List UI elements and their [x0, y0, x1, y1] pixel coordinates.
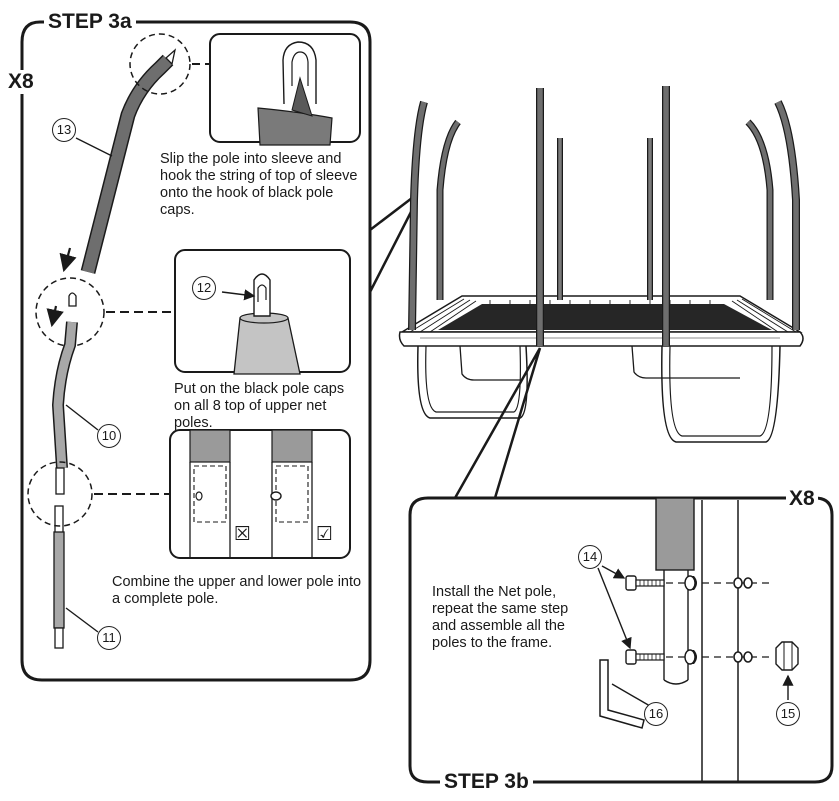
bolt-14-lower	[625, 649, 665, 665]
step-3a-quantity: X8	[5, 70, 37, 94]
spacer-upper	[684, 575, 697, 591]
cap-detail-drawing	[221, 273, 301, 375]
leader-13	[75, 137, 113, 157]
instruction-install-net-pole: Install the Net pole, repeat the same st…	[432, 584, 569, 651]
callout-connector-3b	[453, 347, 542, 499]
lower-pole-11	[53, 531, 65, 649]
instruction-combine: Combine the upper and lower pole into a …	[112, 574, 362, 607]
trampoline-illustration	[398, 86, 804, 443]
leader-11	[65, 607, 99, 633]
upper-pole-13	[80, 48, 177, 274]
step-3a-panel-frame	[20, 20, 372, 682]
washer-nut-upper	[733, 577, 753, 589]
detail-circle-joint	[27, 461, 93, 527]
allen-key-16	[599, 659, 645, 729]
step-3b-panel-frame	[408, 496, 834, 784]
arrow-down-icon	[46, 305, 64, 328]
leader-14-b	[597, 567, 632, 650]
joint-right-drawing	[270, 429, 313, 558]
part-number-13: 13	[52, 118, 76, 142]
net-pole-10	[51, 321, 78, 469]
checkbox-wrong-icon: ☒	[234, 523, 252, 545]
detail-circle-sleeve	[129, 33, 191, 95]
callout-connector-3a	[368, 197, 414, 293]
bolt-14-upper	[625, 575, 665, 591]
joint-wrong-drawing	[189, 429, 231, 558]
part-number-12: 12	[192, 276, 216, 300]
instruction-sleeve: Slip the pole into sleeve and hook the s…	[160, 151, 358, 218]
part-number-14: 14	[578, 545, 602, 569]
part-number-16: 16	[644, 702, 668, 726]
end-cap-15	[775, 641, 799, 671]
washer-nut-lower	[733, 651, 753, 663]
checkbox-right-icon: ☑	[316, 523, 334, 545]
pole-cap-small	[68, 292, 77, 307]
pole-joint	[54, 467, 65, 535]
step-3b-title: STEP 3b	[440, 770, 533, 794]
arrow-down-icon	[59, 247, 77, 273]
step-3a-title: STEP 3a	[44, 10, 136, 34]
step-3b-quantity: X8	[786, 487, 818, 511]
instruction-pole-caps: Put on the black pole caps on all 8 top …	[174, 381, 345, 431]
frame-leg-pole	[655, 497, 739, 782]
leader-16	[611, 683, 651, 707]
part-number-11: 11	[97, 626, 121, 650]
leader-14-a	[601, 565, 626, 579]
leader-10	[65, 404, 99, 431]
sleeve-detail-drawing	[257, 41, 333, 146]
spacer-lower	[684, 649, 697, 665]
part-number-10: 10	[97, 424, 121, 448]
part-number-15: 15	[776, 702, 800, 726]
